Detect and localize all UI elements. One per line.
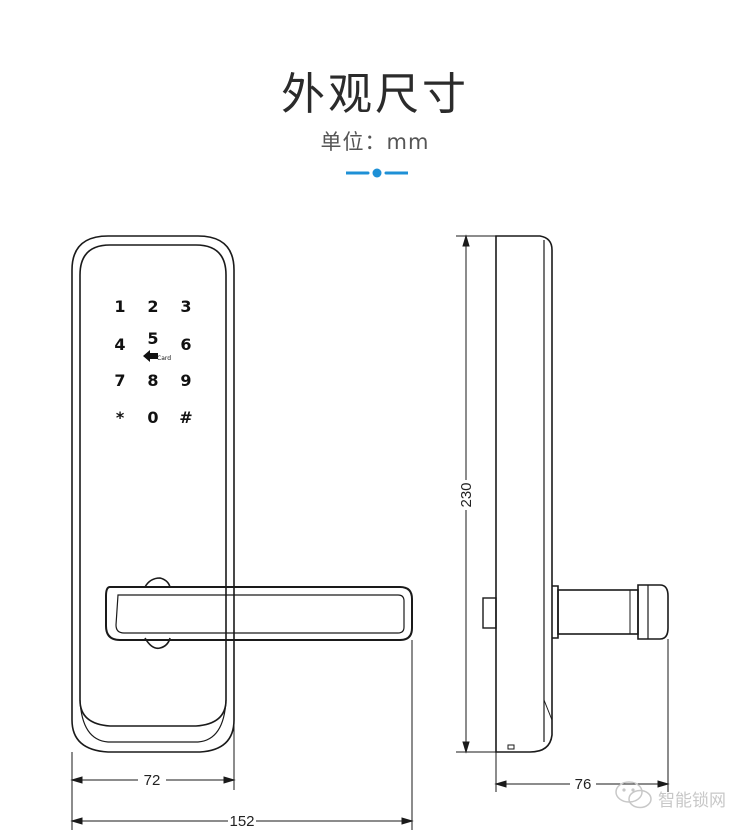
card-label: Card	[157, 355, 171, 362]
key-6: 6	[180, 335, 191, 354]
key-2: 2	[147, 297, 158, 316]
unit-label: 单位：mm	[320, 130, 430, 154]
dim-depth: 76	[575, 776, 592, 793]
dim-total-width: 152	[229, 813, 254, 830]
side-view-handle	[482, 584, 669, 640]
card-reader-icon: Card	[143, 350, 171, 362]
key-hash: #	[179, 408, 192, 427]
dim-height: 230	[458, 482, 475, 507]
side-view-lock-body	[495, 235, 553, 753]
watermark: 智能锁网	[614, 778, 734, 818]
watermark-text: 智能锁网	[658, 791, 726, 811]
key-9: 9	[180, 371, 191, 390]
key-0: 0	[147, 408, 158, 427]
key-5: 5	[147, 329, 158, 348]
key-star: *	[116, 408, 125, 427]
key-4: 4	[114, 335, 125, 354]
key-3: 3	[180, 297, 191, 316]
key-1: 1	[114, 297, 125, 316]
front-view-handle	[105, 577, 413, 650]
key-7: 7	[114, 371, 125, 390]
dimension-lines	[70, 234, 670, 830]
page-title: 外观尺寸	[281, 69, 469, 120]
key-8: 8	[147, 371, 158, 390]
accent-divider	[346, 168, 408, 178]
dim-body-width: 72	[144, 772, 161, 789]
wechat-icon	[615, 781, 652, 809]
keypad: 1 2 3 4 5 6 7 8 9 * 0 # Card	[114, 297, 192, 427]
